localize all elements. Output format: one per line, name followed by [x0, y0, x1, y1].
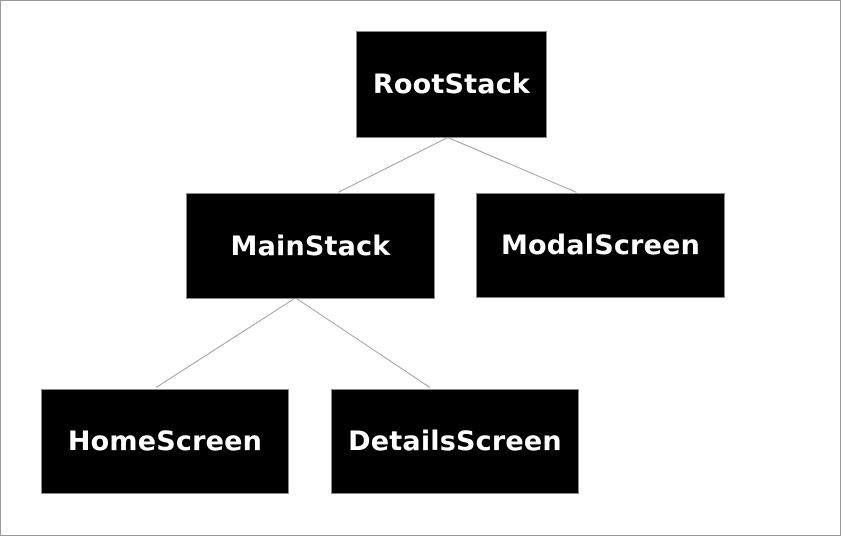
node-root-stack: RootStack	[356, 31, 547, 138]
edge-main-stack-to-home-screen	[155, 297, 296, 388]
node-label: ModalScreen	[500, 230, 701, 261]
node-label: HomeScreen	[67, 426, 263, 457]
edge-root-stack-to-main-stack	[338, 137, 449, 193]
edge-main-stack-to-details-screen	[295, 297, 431, 388]
edge-root-stack-to-modal-screen	[447, 137, 577, 193]
node-home-screen: HomeScreen	[41, 389, 289, 494]
node-label: MainStack	[230, 230, 391, 262]
node-label: RootStack	[372, 69, 531, 100]
node-label: DetailsScreen	[348, 426, 562, 457]
node-modal-screen: ModalScreen	[476, 193, 725, 298]
node-main-stack: MainStack	[186, 193, 435, 299]
node-details-screen: DetailsScreen	[331, 389, 579, 494]
